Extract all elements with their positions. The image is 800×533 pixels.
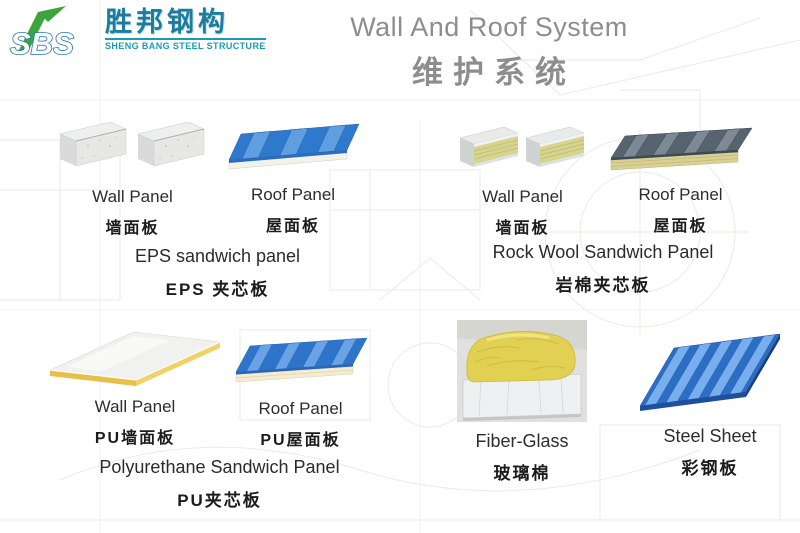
eps-wall-panel-image bbox=[58, 121, 205, 167]
eps-section-title-en: EPS sandwich panel bbox=[134, 246, 301, 266]
eps-wall-label-zh: 墙面板 bbox=[105, 220, 160, 237]
page-subtitle: 维护系统 bbox=[412, 55, 576, 90]
sbs-logo-mark-icon: SBS bbox=[9, 6, 75, 60]
company-name: 胜邦钢构 SHENG BANG STEEL STRUCTURE bbox=[105, 8, 266, 51]
steel-sheet-label-en: Steel Sheet bbox=[663, 426, 757, 446]
steel-sheet-card: Steel Sheet 彩钢板 bbox=[630, 322, 790, 479]
fiberglass-label-zh: 玻璃棉 bbox=[493, 464, 551, 483]
pu-section-title-en: Polyurethane Sandwich Panel bbox=[99, 457, 340, 477]
rockwool-roof-label-en: Roof Panel bbox=[638, 185, 723, 204]
company-name-zh: 胜邦钢构 bbox=[105, 7, 229, 37]
pu-roof-panel-card: Roof Panel PU屋面板 bbox=[228, 324, 373, 450]
rockwool-roof-panel-card: Roof Panel 屋面板 bbox=[598, 114, 763, 236]
eps-wall-label-en: Wall Panel bbox=[92, 187, 173, 206]
fiberglass-label-en: Fiber-Glass bbox=[475, 431, 569, 451]
company-logo: SBS 胜邦钢构 SHENG BANG STEEL STRUCTURE bbox=[8, 6, 266, 60]
eps-roof-label-en: Roof Panel bbox=[250, 185, 336, 204]
page-header: Wall And Roof System 维护系统 bbox=[305, 12, 673, 92]
pu-section-caption: Polyurethane Sandwich Panel PU夹芯板 bbox=[22, 457, 417, 511]
eps-section-title-zh: EPS 夹芯板 bbox=[165, 280, 270, 299]
rockwool-section-caption: Rock Wool Sandwich Panel 岩棉夹芯板 bbox=[428, 242, 778, 296]
eps-roof-panel-image bbox=[228, 123, 360, 170]
pu-wall-label-en: Wall Panel bbox=[94, 397, 176, 416]
steel-sheet-label-zh: 彩钢板 bbox=[681, 459, 739, 478]
pu-roof-panel-image bbox=[235, 337, 367, 383]
pu-roof-label-zh: PU屋面板 bbox=[260, 432, 341, 449]
rockwool-roof-label-zh: 屋面板 bbox=[653, 218, 708, 235]
eps-wall-panel-card: Wall Panel 墙面板 bbox=[55, 116, 210, 238]
rockwool-wall-label-en: Wall Panel bbox=[482, 187, 563, 206]
steel-sheet-image bbox=[639, 333, 780, 411]
pu-wall-panel-card: Wall Panel PU墙面板 bbox=[45, 326, 225, 448]
rockwool-wall-panel-card: Wall Panel 墙面板 bbox=[450, 122, 595, 238]
eps-section-caption: EPS sandwich panel EPS 夹芯板 bbox=[30, 246, 405, 300]
company-name-en: SHENG BANG STEEL STRUCTURE bbox=[105, 38, 266, 51]
pu-wall-label-zh: PU墙面板 bbox=[94, 430, 176, 447]
rockwool-section-title-zh: 岩棉夹芯板 bbox=[555, 276, 651, 295]
pu-roof-label-en: Roof Panel bbox=[258, 399, 343, 418]
page-title: Wall And Roof System bbox=[350, 12, 628, 42]
sbs-logo-letters: SBS bbox=[10, 26, 74, 60]
rockwool-section-title-en: Rock Wool Sandwich Panel bbox=[492, 242, 714, 262]
eps-roof-label-zh: 屋面板 bbox=[265, 218, 320, 235]
rockwool-wall-panel-image bbox=[458, 126, 585, 167]
pu-wall-panel-image bbox=[48, 331, 221, 386]
pu-section-title-zh: PU夹芯板 bbox=[177, 491, 262, 510]
eps-roof-panel-card: Roof Panel 屋面板 bbox=[218, 110, 368, 236]
rockwool-wall-label-zh: 墙面板 bbox=[495, 220, 550, 237]
fiberglass-image bbox=[457, 320, 587, 422]
rockwool-roof-panel-image bbox=[610, 127, 752, 171]
fiberglass-card: Fiber-Glass 玻璃棉 bbox=[452, 320, 592, 484]
